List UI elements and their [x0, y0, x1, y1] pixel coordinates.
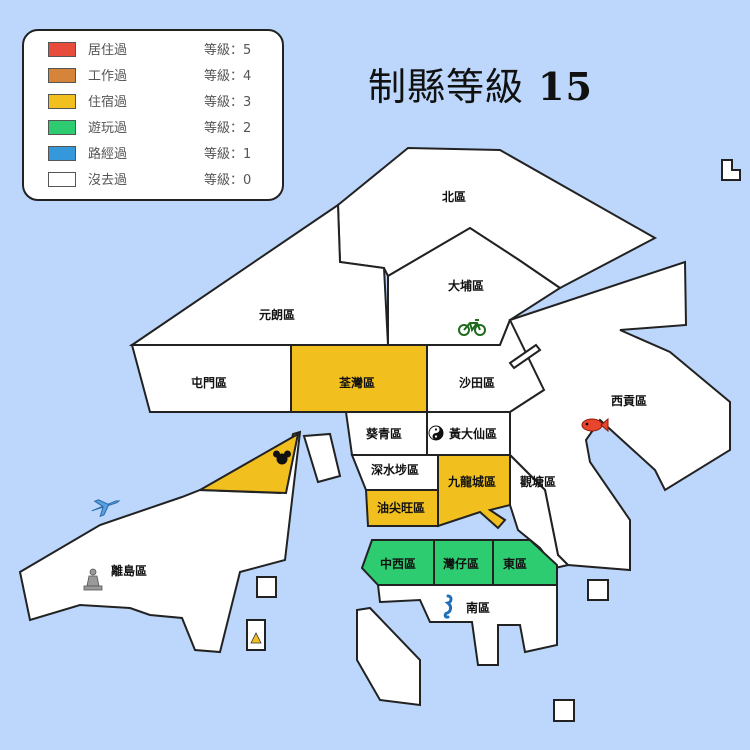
legend-swatch [48, 68, 76, 83]
title-text: 制縣等級 [368, 65, 525, 109]
legend-row-level-0: 沒去過 等級：0 [24, 167, 284, 193]
label-kwai-tsing: 葵青區 [365, 426, 402, 441]
district-kowloon-city[interactable] [437, 454, 511, 530]
legend-level: 等級：0 [204, 173, 252, 188]
legend: 居住過 等級：5 工作過 等級：4 住宿過 等級：3 遊玩過 等級：2 路經過 … [22, 29, 284, 201]
label-southern: 南區 [466, 600, 490, 615]
page-title: 制縣等級 15 [368, 56, 593, 111]
island-small-1 [256, 576, 277, 598]
legend-swatch [48, 42, 76, 57]
legend-label: 居住過 [88, 43, 128, 58]
label-kowloon-city: 九龍城區 [447, 474, 496, 489]
label-tsuen-wan: 荃灣區 [339, 375, 375, 390]
legend-row-level-1: 路經過 等級：1 [24, 141, 284, 167]
label-sha-tin: 沙田區 [459, 376, 495, 390]
island-ninepin [721, 159, 741, 181]
legend-row-level-4: 工作過 等級：4 [24, 63, 284, 89]
label-sham-shui-po: 深水埗區 [371, 462, 419, 477]
legend-level: 等級：4 [204, 69, 252, 84]
legend-swatch [48, 94, 76, 109]
label-tai-po: 大埔區 [448, 278, 484, 293]
title-score: 15 [538, 64, 593, 109]
district-tsuen-wan-island[interactable] [196, 432, 300, 495]
seahorse-icon [443, 594, 453, 619]
district-southern[interactable] [376, 584, 558, 666]
label-north: 北區 [442, 189, 466, 204]
buddha-icon [83, 568, 103, 591]
district-islands[interactable] [18, 430, 302, 654]
legend-row-level-2: 遊玩過 等級：2 [24, 115, 284, 141]
island-lamma-north [356, 606, 421, 707]
label-sai-kung: 西貢區 [611, 394, 647, 408]
fish-icon [581, 417, 609, 433]
label-islands: 離島區 [111, 563, 147, 578]
bicycle-icon [458, 319, 486, 336]
legend-row-level-3: 住宿過 等級：3 [24, 89, 284, 115]
legend-swatch [48, 172, 76, 187]
yin-yang-icon [428, 425, 444, 441]
legend-label: 沒去過 [88, 173, 128, 188]
label-eastern: 東區 [503, 556, 527, 571]
label-yau-tsim-mong: 油尖旺區 [377, 500, 425, 515]
legend-swatch [48, 146, 76, 161]
district-eastern[interactable] [492, 539, 558, 586]
label-yuen-long: 元朗區 [259, 307, 295, 322]
legend-level: 等級：5 [204, 43, 252, 58]
legend-label: 遊玩過 [88, 121, 128, 136]
island-small-3 [553, 699, 575, 722]
label-central-western: 中西區 [380, 556, 416, 571]
shell-icon [250, 632, 262, 644]
island-small-2 [587, 579, 609, 601]
district-yau-tsim-mong[interactable] [364, 489, 439, 527]
legend-label: 住宿過 [88, 95, 128, 110]
legend-level: 等級：2 [204, 121, 252, 136]
label-wan-chai: 灣仔區 [443, 556, 479, 571]
bridge [508, 343, 542, 370]
label-kwun-tong: 觀塘區 [520, 474, 556, 489]
legend-row-level-5: 居住過 等級：5 [24, 37, 284, 63]
legend-label: 路經過 [88, 147, 128, 162]
label-wong-tai-sin: 黃大仙區 [448, 426, 497, 441]
legend-level: 等級：3 [204, 95, 252, 110]
legend-level: 等級：1 [204, 147, 252, 162]
district-labels: 北區 大埔區 元朗區 屯門區 荃灣區 沙田區 西貢區 葵青區 黃大仙區 深水埗區… [111, 189, 647, 615]
airplane-icon [91, 499, 121, 518]
label-tuen-mun: 屯門區 [191, 375, 227, 390]
mickey-icon [273, 450, 291, 465]
island-ma-wan [302, 432, 342, 484]
legend-label: 工作過 [88, 69, 128, 84]
legend-swatch [48, 120, 76, 135]
